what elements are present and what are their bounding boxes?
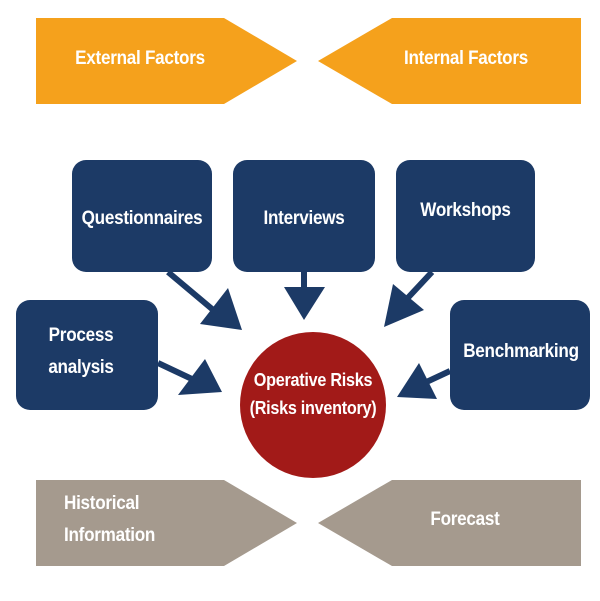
questionnaires-connector (166, 269, 220, 317)
process-analysis-arrowhead (178, 359, 222, 395)
historical-information-arrow (36, 480, 297, 566)
process-analysis-connector (156, 360, 196, 383)
operative-risks-circle (240, 332, 386, 478)
internal-factors-label: Internal Factors (404, 48, 528, 69)
interviews-label: Interviews (263, 208, 345, 229)
historical-information-line2: Information (64, 525, 156, 546)
historical-information-line1: Historical (64, 493, 140, 514)
questionnaires-box (72, 160, 212, 272)
workshops-box (396, 160, 535, 272)
operative-risks-line2: (Risks inventory) (249, 398, 377, 418)
benchmarking-label: Benchmarking (463, 341, 579, 362)
interviews-arrowhead (284, 287, 325, 320)
interviews-box (233, 160, 375, 272)
external-factors-label: External Factors (75, 48, 205, 69)
workshops-label: Workshops (420, 200, 511, 221)
operative-risks-label: Operative Risks (Risks inventory) (246, 364, 381, 424)
benchmarking-box (450, 300, 590, 410)
process-analysis-label: Process analysis (23, 320, 140, 384)
workshops-connector (401, 269, 435, 305)
questionnaires-arrowhead (200, 288, 242, 330)
process-analysis-line2: analysis (48, 357, 114, 378)
internal-factors-arrow (318, 18, 581, 104)
process-analysis-line1: Process (48, 325, 114, 346)
benchmarking-arrowhead (397, 363, 437, 399)
external-factors-arrow (36, 18, 297, 104)
workshops-arrowhead (384, 284, 424, 327)
forecast-arrow (318, 480, 581, 566)
questionnaires-label: Questionnaires (81, 208, 203, 229)
operative-risks-line1: Operative Risks (253, 370, 373, 390)
forecast-label: Forecast (430, 509, 500, 530)
process-analysis-box (16, 300, 158, 410)
historical-information-label: Historical Information (64, 488, 208, 552)
